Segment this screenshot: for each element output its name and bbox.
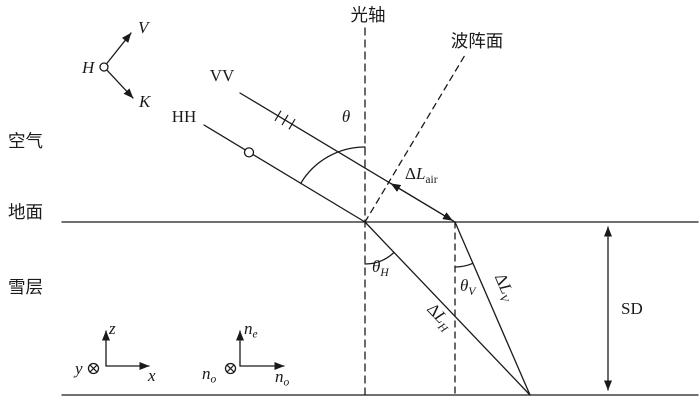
hh-ray-label: HH [172,107,197,126]
delta-l-h-label: ΔLH [421,299,457,335]
delta-l-v-label: ΔLV [488,270,520,306]
into-page-cross-icon [89,364,98,373]
snow-depth-label: SD [621,299,643,318]
no-right-axis-label: no [275,367,290,389]
theta-v-angle-arc [454,262,474,268]
delta-l-air-arrow [390,182,454,222]
air-label: 空气 [8,131,43,151]
tick-mark-icon [281,114,289,126]
y-axis-label: y [73,359,83,378]
hh-ray [203,124,366,223]
ground-label: 地面 [8,202,43,222]
wavefront-label: 波阵面 [451,31,504,51]
no-into-page-symbol [224,362,237,375]
h-axis-origin-circle [99,62,109,72]
hh-polarization-circle-marker [243,147,255,158]
polarization-axes: V H K [81,18,152,111]
refractive-index-axes: ne no no [202,319,290,389]
k-axis-label: K [138,92,152,111]
wavefront-line [364,54,466,223]
tick-mark-icon [288,118,296,130]
theta-angle-arc [300,146,366,185]
tick-mark-icon [274,110,282,122]
v-axis-arrow [106,32,132,65]
v-axis-label: V [138,18,151,37]
x-axis-label: x [147,366,156,385]
theta-h-label: θH [372,257,389,279]
ne-axis-label: ne [244,319,258,341]
delta-l-air-label: ΔLair [405,164,438,186]
cartesian-axes: z x y [73,319,156,385]
theta-h-angle-arc [364,251,395,265]
theta-v-label: θV [460,276,477,298]
h-refracted-ray [364,221,531,396]
snow-layer-label: 雪层 [8,277,43,297]
z-axis-label: z [108,319,116,338]
optical-axis-label: 光轴 [351,5,386,25]
v-refracted-ray [454,221,531,396]
theta-label: θ [342,107,350,126]
h-axis-label: H [81,58,96,77]
y-into-page-symbol [87,362,100,375]
no-plane-axis-label: no [202,364,217,386]
k-axis-arrow [106,69,134,99]
vv-polarization-tick-marks [274,110,296,130]
into-page-cross-icon [226,364,235,373]
vv-ray-label: VV [210,66,235,85]
